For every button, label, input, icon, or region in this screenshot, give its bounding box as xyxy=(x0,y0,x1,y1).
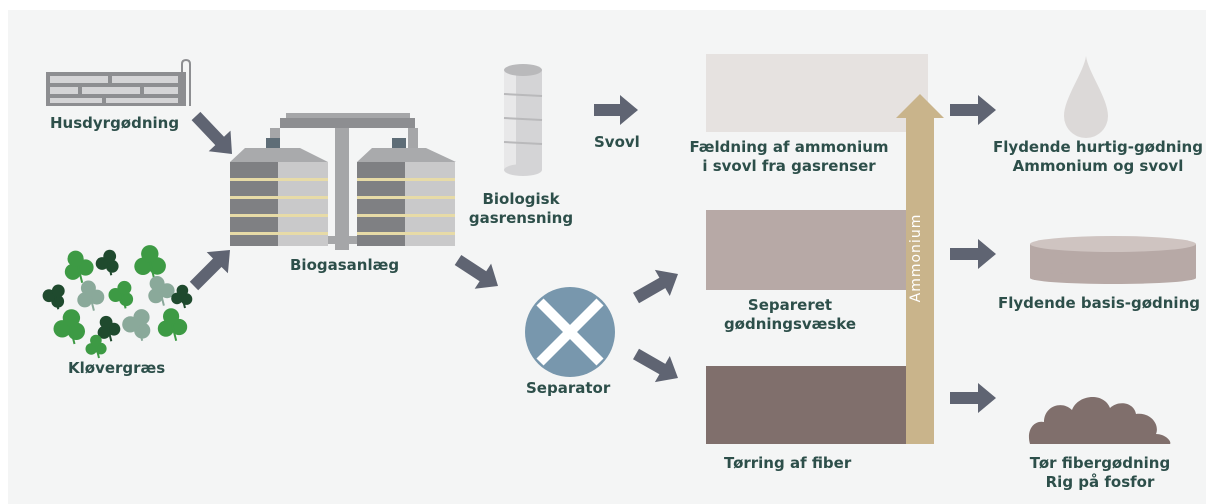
diagram-background xyxy=(8,10,1206,504)
arrow-biogas-to-separator xyxy=(454,255,498,289)
biogas-plant-icon xyxy=(230,113,456,250)
clover-leaf xyxy=(95,249,119,276)
label-biologisk-gasrensning: Biologisk gasrensning xyxy=(466,190,576,228)
fiber-pile-icon xyxy=(1028,396,1171,444)
arrow-to-basis-godning xyxy=(950,239,996,269)
label-husdyrgodning: Husdyrgødning xyxy=(50,114,180,132)
clover-leaf xyxy=(85,334,107,359)
clover-leaf xyxy=(134,245,166,281)
label-flydende-hurtig: Flydende hurtig-gødning Ammonium og svov… xyxy=(990,138,1206,176)
label-biogasanlaeg: Biogasanlæg xyxy=(290,256,400,274)
label-biologisk-line2: gasrensning xyxy=(468,209,574,227)
clover-icon xyxy=(42,245,193,359)
arrow-separator-to-fiber xyxy=(633,348,678,383)
clover-leaf xyxy=(42,284,65,310)
clover-leaf xyxy=(77,280,105,311)
label-klovergraes: Kløvergræs xyxy=(68,359,166,377)
arrow-manure-to-biogas xyxy=(191,111,232,154)
ammonium-arrow xyxy=(896,94,944,444)
separated-liquid-box xyxy=(706,210,906,290)
separator-icon xyxy=(525,287,615,377)
clover-leaf xyxy=(53,309,86,345)
arrow-separator-to-liquid xyxy=(633,269,678,304)
clover-leaf xyxy=(148,276,175,306)
label-separeret-line1: Separeret xyxy=(747,296,833,314)
label-faeldning: Fældning af ammonium i svovl fra gasrens… xyxy=(676,138,902,176)
ammonium-precipitation-box xyxy=(706,54,928,132)
clover-leaf xyxy=(108,280,134,309)
clover-leaf xyxy=(157,308,188,342)
arrow-to-hurtig-godning xyxy=(950,95,996,125)
label-separator: Separator xyxy=(526,379,611,397)
label-separeret: Separeret gødningsvæske xyxy=(700,296,880,334)
manure-tank-icon xyxy=(46,58,191,106)
label-biologisk-line1: Biologisk xyxy=(482,190,560,208)
clover-leaf xyxy=(64,250,94,284)
label-flydende-basis: Flydende basis-gødning xyxy=(998,294,1200,312)
gas-cleaning-cylinder-icon xyxy=(503,64,543,176)
clover-leaf xyxy=(171,284,193,309)
label-ammonium: Ammonium xyxy=(908,213,924,303)
label-torring-af-fiber: Tørring af fiber xyxy=(724,454,852,472)
label-fiber-line2: Rig på fosfor xyxy=(1045,473,1155,491)
label-faeldning-line2: i svovl fra gasrenser xyxy=(702,157,876,175)
liquid-pool-icon xyxy=(1030,236,1196,284)
label-separeret-line2: gødningsvæske xyxy=(723,315,857,333)
arrow-to-fiber-godning xyxy=(950,383,996,413)
droplet-icon xyxy=(1064,56,1108,138)
arrow-clover-to-biogas xyxy=(189,250,230,291)
clover-leaf xyxy=(122,309,151,342)
label-hurtig-line2: Ammonium og svovl xyxy=(1012,157,1184,175)
label-faeldning-line1: Fældning af ammonium xyxy=(689,138,889,156)
label-hurtig-line1: Flydende hurtig-gødning xyxy=(993,138,1203,156)
fiber-drying-box xyxy=(706,366,906,444)
arrow-to-svovl xyxy=(594,95,638,125)
label-tor-fiber: Tør fibergødning Rig på fosfor xyxy=(1010,454,1190,492)
label-fiber-line1: Tør fibergødning xyxy=(1029,454,1171,472)
label-svovl: Svovl xyxy=(594,133,640,151)
clover-leaf xyxy=(97,315,121,342)
